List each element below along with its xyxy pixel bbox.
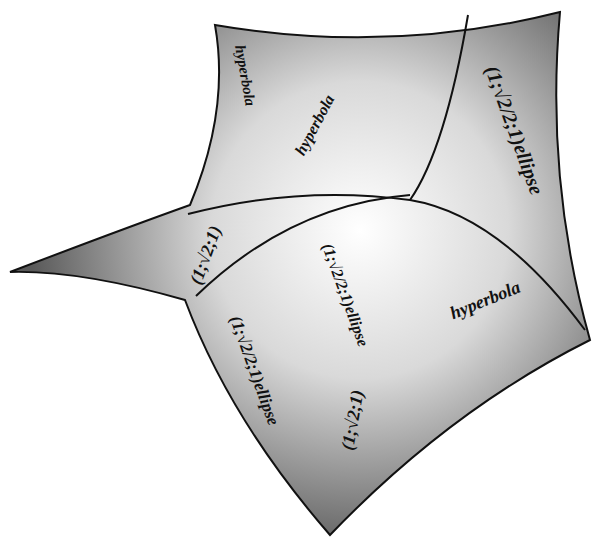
surface-curve <box>410 15 468 200</box>
surface-curve <box>196 195 410 296</box>
surface-curve <box>188 195 585 330</box>
saddle-outline <box>10 12 590 535</box>
